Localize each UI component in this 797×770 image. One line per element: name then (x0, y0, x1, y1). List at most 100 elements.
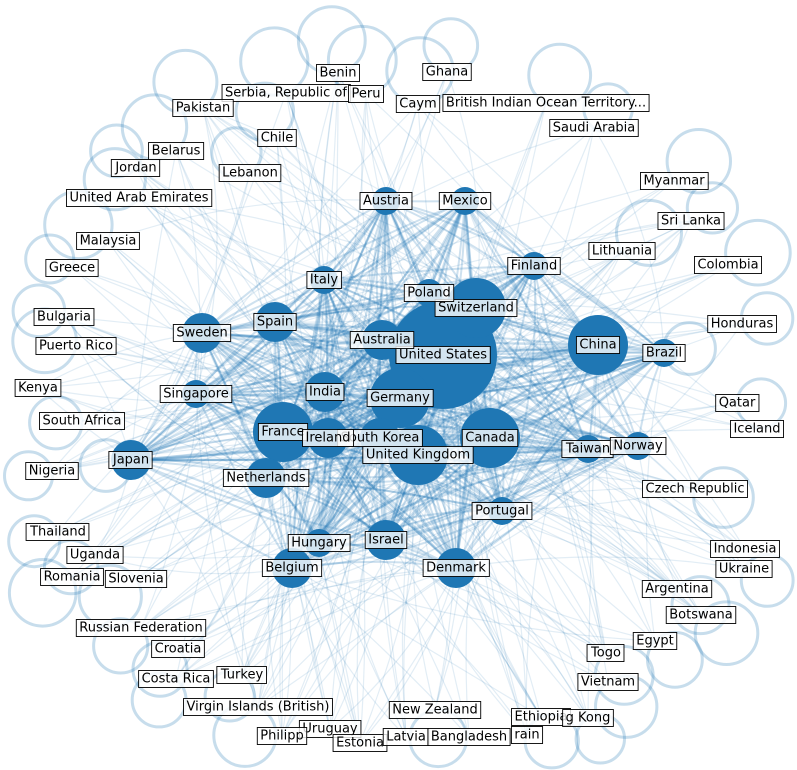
label-new-zealand[interactable]: New Zealand (388, 701, 482, 719)
label-france[interactable]: France (257, 423, 309, 441)
label-iceland[interactable]: Iceland (730, 420, 784, 438)
label-honduras[interactable]: Honduras (707, 315, 777, 333)
label-saudi-arabia[interactable]: Saudi Arabia (549, 119, 639, 137)
edge (417, 103, 665, 354)
label-kenya[interactable]: Kenya (14, 379, 62, 397)
label-hong-kong[interactable]: g Kong (562, 709, 614, 727)
label-mexico[interactable]: Mexico (438, 192, 492, 210)
label-lithuania[interactable]: Lithuania (588, 242, 656, 260)
edge (417, 454, 656, 642)
node-label: Lebanon (222, 166, 278, 181)
edge (257, 352, 665, 708)
edge (140, 437, 381, 629)
label-canada[interactable]: Canada (461, 429, 519, 447)
label-indonesia[interactable]: Indonesia (710, 540, 780, 558)
label-turkey[interactable]: Turkey (216, 666, 267, 684)
label-finland[interactable]: Finland (507, 257, 561, 275)
label-philippines[interactable]: Philipp (256, 727, 308, 745)
label-box (40, 568, 104, 586)
label-benin[interactable]: Benin (316, 64, 360, 82)
label-south-korea[interactable]: South Korea (337, 429, 423, 447)
label-pakistan[interactable]: Pakistan (172, 99, 234, 117)
label-netherlands[interactable]: Netherlands (222, 469, 310, 487)
label-sweden[interactable]: Sweden (172, 324, 232, 342)
label-peru[interactable]: Peru (348, 85, 384, 103)
label-bulgaria[interactable]: Bulgaria (33, 308, 95, 326)
label-united-kingdom[interactable]: United Kingdom (362, 446, 474, 464)
label-chile[interactable]: Chile (257, 129, 297, 147)
label-jordan[interactable]: Jordan (110, 159, 161, 177)
label-south-africa[interactable]: South Africa (39, 412, 125, 430)
label-bahrain[interactable]: rain (510, 726, 544, 744)
self-loop (7, 514, 62, 569)
label-costa-rica[interactable]: Costa Rica (138, 670, 214, 688)
label-egypt[interactable]: Egypt (632, 632, 678, 650)
label-vietnam[interactable]: Vietnam (577, 673, 639, 691)
label-switzerland[interactable]: Switzerland (434, 299, 518, 317)
label-ghana[interactable]: Ghana (422, 63, 472, 81)
label-virgin-islands[interactable]: Virgin Islands (British) (183, 698, 333, 716)
label-uae[interactable]: United Arab Emirates (65, 189, 213, 207)
edge (274, 321, 283, 737)
label-colombia[interactable]: Colombia (694, 256, 762, 274)
label-thailand[interactable]: Thailand (25, 523, 90, 541)
label-puerto-rico[interactable]: Puerto Rico (35, 337, 117, 355)
label-togo[interactable]: Togo (586, 644, 625, 662)
label-myanmar[interactable]: Myanmar (640, 172, 709, 190)
label-ethiopia[interactable]: Ethiopia (511, 708, 571, 726)
label-nigeria[interactable]: Nigeria (25, 462, 79, 480)
edge (501, 250, 623, 512)
label-ireland[interactable]: Ireland (302, 429, 354, 447)
edge (324, 391, 589, 450)
label-slovenia[interactable]: Slovenia (104, 570, 168, 588)
label-brazil[interactable]: Brazil (642, 344, 686, 362)
label-ukraine[interactable]: Ukraine (715, 560, 773, 578)
label-cayman[interactable]: Caym (395, 95, 441, 113)
node-label: rain (514, 728, 539, 743)
label-russia[interactable]: Russian Federation (75, 619, 207, 637)
label-italy[interactable]: Italy (306, 271, 342, 289)
label-poland[interactable]: Poland (403, 284, 455, 302)
edge (359, 344, 599, 744)
label-qatar[interactable]: Qatar (715, 394, 760, 412)
label-uganda[interactable]: Uganda (66, 546, 124, 564)
label-czech-republic[interactable]: Czech Republic (642, 480, 748, 498)
label-israel[interactable]: Israel (364, 531, 408, 549)
label-latvia[interactable]: Latvia (382, 728, 430, 746)
label-portugal[interactable]: Portugal (471, 502, 533, 520)
label-biot[interactable]: British Indian Ocean Territory... (442, 94, 650, 112)
label-botswana[interactable]: Botswana (665, 606, 737, 624)
label-germany[interactable]: Germany (366, 389, 434, 407)
edge (475, 307, 758, 430)
label-bangladesh[interactable]: Bangladesh (427, 728, 511, 746)
label-belgium[interactable]: Belgium (261, 559, 323, 577)
label-spain[interactable]: Spain (253, 313, 297, 331)
label-austria[interactable]: Austria (359, 192, 413, 210)
label-hungary[interactable]: Hungary (287, 534, 351, 552)
label-box (35, 337, 117, 355)
label-greece[interactable]: Greece (45, 259, 99, 277)
node-label: Estonia (336, 736, 384, 751)
node-label: Slovenia (108, 572, 163, 587)
label-sri-lanka[interactable]: Sri Lanka (657, 212, 725, 230)
label-denmark[interactable]: Denmark (422, 559, 490, 577)
label-serbia[interactable]: Serbia, Republic of (221, 84, 351, 102)
label-croatia[interactable]: Croatia (151, 640, 205, 658)
label-box (641, 580, 713, 598)
edge (417, 264, 729, 456)
label-india[interactable]: India (305, 383, 345, 401)
label-argentina[interactable]: Argentina (641, 580, 713, 598)
label-singapore[interactable]: Singapore (159, 385, 233, 403)
label-lebanon[interactable]: Lebanon (218, 164, 282, 182)
label-united-states[interactable]: United States (395, 346, 491, 364)
label-japan[interactable]: Japan (108, 451, 153, 469)
label-australia[interactable]: Australia (349, 331, 415, 349)
label-estonia[interactable]: Estonia (332, 734, 388, 752)
node-label: India (309, 385, 341, 400)
label-taiwan[interactable]: Taiwan (561, 440, 614, 458)
label-malaysia[interactable]: Malaysia (76, 232, 140, 250)
label-romania[interactable]: Romania (40, 568, 104, 586)
label-belarus[interactable]: Belarus (148, 142, 205, 160)
label-china[interactable]: China (575, 336, 621, 354)
label-norway[interactable]: Norway (609, 437, 667, 455)
